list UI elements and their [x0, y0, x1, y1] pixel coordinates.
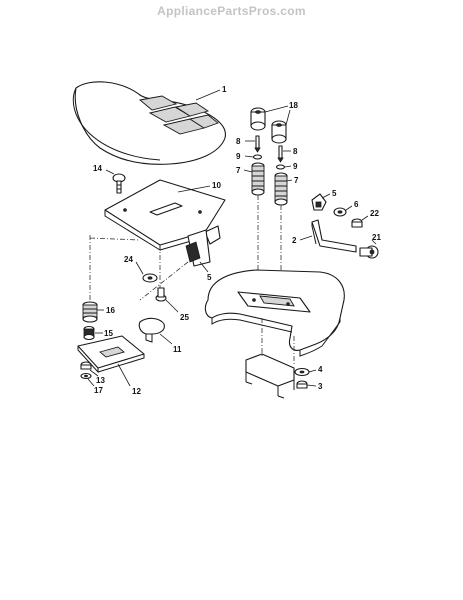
callout-1: 1 — [222, 85, 227, 94]
callout-2: 2 — [292, 236, 297, 245]
callout-5a: 5 — [207, 273, 212, 282]
part-nut-13[interactable] — [80, 361, 92, 370]
part-spring-7b[interactable] — [274, 172, 288, 206]
part-seat[interactable] — [72, 81, 226, 165]
callout-5b: 5 — [332, 189, 337, 198]
part-knob-21[interactable] — [359, 245, 379, 259]
callout-10: 10 — [212, 181, 221, 190]
part-bolt-3[interactable] — [296, 380, 308, 389]
callout-12: 12 — [132, 387, 141, 396]
part-adjust-bracket-2[interactable] — [311, 219, 357, 253]
callout-7a: 7 — [236, 166, 241, 175]
part-washer-9a[interactable] — [252, 154, 263, 160]
part-washer-9b[interactable] — [275, 164, 286, 170]
site-watermark: AppliancePartsPros.com — [157, 4, 306, 18]
callout-7b: 7 — [294, 176, 299, 185]
part-fender-frame[interactable] — [204, 269, 345, 357]
callout-9b: 9 — [293, 162, 298, 171]
part-spring-16[interactable] — [82, 301, 98, 323]
part-washer-24[interactable] — [142, 273, 158, 283]
callout-3: 3 — [318, 382, 323, 391]
callout-8b: 8 — [293, 147, 298, 156]
part-bumper-18a[interactable] — [250, 107, 266, 131]
part-pin-8a[interactable] — [254, 135, 261, 153]
callout-14: 14 — [93, 164, 102, 173]
part-seat-pan-bracket[interactable] — [185, 229, 211, 267]
part-slide-plate-12[interactable] — [77, 335, 145, 374]
callout-21: 21 — [372, 233, 381, 242]
part-washer-17[interactable] — [80, 372, 92, 380]
part-lever-5[interactable] — [311, 193, 327, 211]
callout-17: 17 — [94, 386, 103, 395]
callout-6: 6 — [354, 200, 359, 209]
part-lower-bracket[interactable] — [245, 353, 295, 399]
part-nut-6[interactable] — [333, 207, 347, 217]
part-bumper-18b[interactable] — [271, 120, 287, 144]
mount-line-bracket — [261, 318, 295, 366]
part-spring-7a[interactable] — [251, 162, 265, 196]
callout-4: 4 — [318, 365, 323, 374]
mount-line-left — [89, 235, 161, 300]
part-bolt-25[interactable] — [155, 287, 167, 302]
part-spacer-15[interactable] — [83, 325, 95, 341]
callout-9a: 9 — [236, 152, 241, 161]
part-seat-pan[interactable] — [104, 179, 226, 251]
part-pivot-11[interactable] — [138, 317, 165, 343]
part-pin-8b[interactable] — [277, 145, 284, 163]
callout-25: 25 — [180, 313, 189, 322]
mount-line-left-2 — [139, 261, 189, 301]
callout-24: 24 — [124, 255, 133, 264]
callout-22: 22 — [370, 209, 379, 218]
callout-16: 16 — [106, 306, 115, 315]
part-knob-bolt[interactable] — [112, 173, 126, 194]
callout-15: 15 — [104, 329, 113, 338]
callout-18: 18 — [289, 101, 298, 110]
callout-8a: 8 — [236, 137, 241, 146]
callout-11: 11 — [173, 345, 182, 354]
part-washer-4[interactable] — [294, 367, 310, 377]
callout-13: 13 — [96, 376, 105, 385]
part-nut-22[interactable] — [351, 218, 363, 228]
